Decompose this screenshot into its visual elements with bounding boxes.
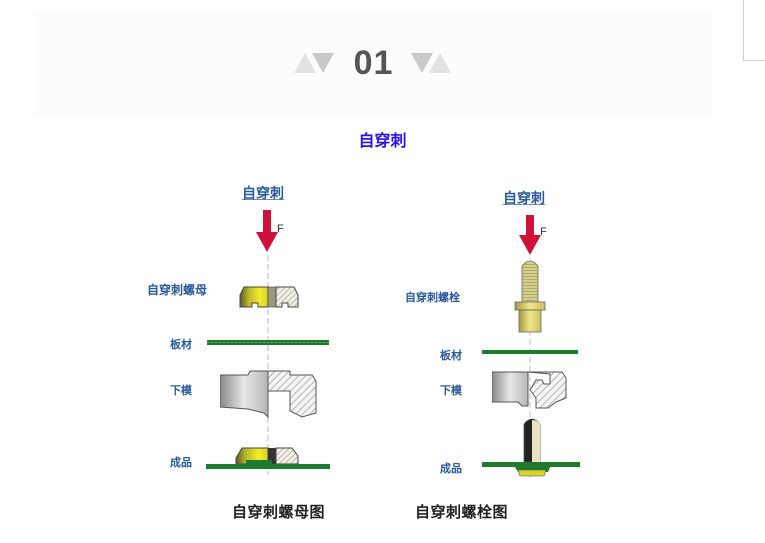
triangle-decoration-left	[293, 52, 336, 74]
sheet-metal-plate	[482, 350, 578, 354]
bolt-force-label: F	[540, 226, 547, 238]
lower-die-icon	[492, 371, 567, 409]
nut-result-label: 成品	[170, 456, 192, 469]
nut-diagram-caption: 自穿刺螺母图	[232, 503, 326, 521]
lower-die-icon	[220, 370, 317, 419]
installed-bolt-icon	[482, 418, 580, 477]
force-arrow-icon	[519, 215, 541, 255]
bolt-diagram-heading: 自穿刺	[503, 191, 545, 207]
nut-diagram-heading: 自穿刺	[242, 186, 284, 202]
triangle-decoration-right	[411, 52, 453, 74]
sheet-metal-plate	[207, 340, 329, 345]
bolt-sheet-label: 板材	[440, 349, 462, 362]
nut-part-label: 自穿刺螺母	[147, 283, 208, 297]
self-piercing-nut-icon	[239, 286, 299, 308]
section-number: 01	[353, 43, 394, 82]
section-number-banner: 01	[35, 13, 712, 115]
nut-force-label: F	[277, 223, 284, 235]
bolt-die-label: 下模	[440, 384, 462, 397]
bolt-part-label: 自穿刺螺栓	[405, 291, 460, 304]
bolt-result-label: 成品	[440, 462, 462, 475]
force-arrow-icon	[256, 210, 278, 252]
self-piercing-bolt-icon	[514, 260, 546, 333]
section-title: 自穿刺	[358, 131, 407, 150]
nut-sheet-label: 板材	[170, 338, 192, 351]
nut-die-label: 下模	[170, 384, 192, 397]
side-panel-edge	[743, 0, 765, 61]
installed-nut-icon	[206, 447, 330, 469]
bolt-diagram-caption: 自穿刺螺栓图	[415, 503, 509, 521]
